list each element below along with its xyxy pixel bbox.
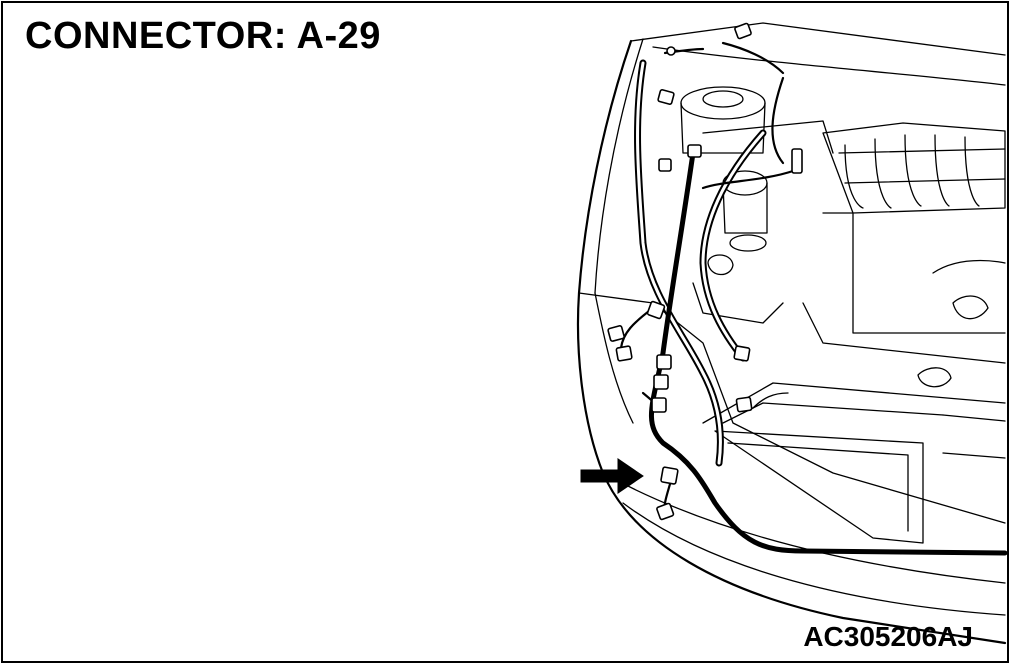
radiator-support <box>702 382 1006 544</box>
connectors <box>607 22 803 521</box>
pointer-arrow-icon <box>580 458 644 494</box>
body-outline <box>576 22 1007 645</box>
reservoirs <box>680 86 834 324</box>
engine-compartment-illustration <box>576 22 1007 645</box>
intake-manifold <box>802 122 1006 388</box>
wiring-harness <box>619 41 1007 556</box>
page-title: CONNECTOR: A-29 <box>25 15 381 57</box>
figure-code: AC305206AJ <box>803 621 973 652</box>
